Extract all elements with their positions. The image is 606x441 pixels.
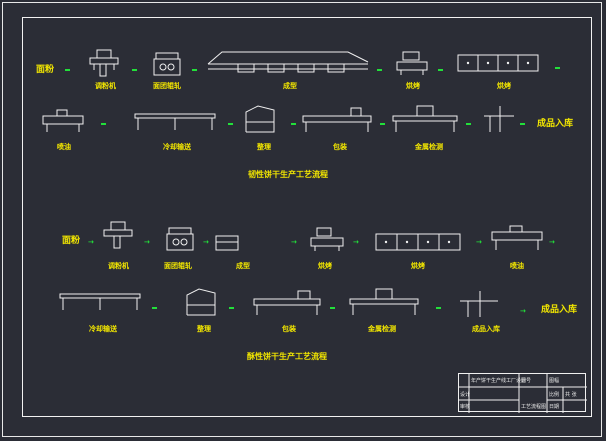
- oil-sprayer-icon: [492, 226, 544, 252]
- arrow-top-r1-3: [192, 69, 197, 71]
- baking-unit-icon: [311, 228, 345, 252]
- label-mixer-bottom: 调粉机: [108, 262, 129, 270]
- oil-sprayer-icon: [43, 110, 85, 134]
- arrow-top-r2-6: [520, 123, 525, 125]
- label-metal-bottom: 金属检测: [368, 325, 396, 333]
- arrow-bottom-r2-3: [330, 307, 335, 309]
- arrow-top-r1-4: [377, 69, 382, 71]
- label-cooling-top: 冷却输送: [163, 143, 191, 151]
- baking-unit-icon: [397, 52, 429, 76]
- cooling-conveyor-icon: [60, 294, 142, 312]
- forming-machine-icon: [216, 236, 240, 252]
- packaging-machine-icon: [254, 291, 322, 317]
- label-bake1-bottom: 烘烤: [318, 262, 332, 270]
- tb-field-f: 日期: [549, 404, 560, 410]
- arrow-top-r2-4: [380, 123, 385, 125]
- tb-project: 年产饼干生产线工厂设计: [471, 378, 527, 384]
- label-bake2-bottom: 烘烤: [411, 262, 425, 270]
- label-mixer-top: 调粉机: [95, 82, 116, 90]
- arrow-top-r1-5: [438, 69, 443, 71]
- stacking-station-icon: [484, 106, 516, 134]
- cooling-conveyor-icon: [135, 114, 217, 132]
- label-oil-top: 喷油: [57, 143, 71, 151]
- arrow-bottom-r1-7: →: [549, 238, 555, 246]
- label-sorting-bottom: 整理: [197, 325, 211, 333]
- baking-oven-long-icon: [458, 55, 540, 77]
- title-block: 年产饼干生产线工厂设计 图号 工艺流程图 图幅 比例 设计 审核 日期 共 张: [458, 373, 586, 412]
- stacking-station-icon: [460, 291, 500, 319]
- tb-field-a: 图号: [521, 378, 532, 384]
- packaging-machine-icon: [303, 106, 373, 134]
- label-roller-bottom: 面团辊轧: [164, 262, 192, 270]
- arrow-top-r1-1: [65, 69, 70, 71]
- label-warehouse-bottom: 成品入库: [541, 305, 578, 315]
- label-bake1-top: 烘烤: [406, 82, 420, 90]
- arrow-bottom-r2-4: [436, 307, 441, 309]
- title-block-grid: [459, 374, 587, 413]
- metal-detector-icon: [393, 106, 459, 134]
- tb-field-e: 审核: [460, 404, 471, 410]
- label-forming-top: 成型: [283, 82, 297, 90]
- label-oil-bottom: 喷油: [510, 262, 524, 270]
- arrow-bottom-r2-5: →: [520, 307, 526, 315]
- label-packing-top: 包装: [333, 143, 347, 151]
- label-metal-top: 金属检测: [415, 143, 443, 151]
- arrow-bottom-r1-3: →: [203, 238, 209, 246]
- arrow-top-r2-3: [291, 123, 296, 125]
- arrow-bottom-r1-2: →: [144, 238, 150, 246]
- baking-oven-long-icon: [376, 234, 462, 254]
- tb-field-b: 图幅: [549, 378, 560, 384]
- label-warehouse-top: 成品入库: [537, 119, 574, 129]
- label-bake2-top: 烘烤: [497, 82, 511, 90]
- dough-roller-icon: [154, 53, 182, 77]
- arrow-bottom-r2-1: [152, 307, 157, 309]
- diagram-title-top: 韧性饼干生产工艺流程: [248, 170, 328, 179]
- tb-drawing-name: 工艺流程图: [521, 404, 547, 410]
- arrow-top-r1-2: [132, 69, 137, 71]
- forming-oven-icon: [208, 48, 370, 76]
- label-roller-top: 面团辊轧: [153, 82, 181, 90]
- label-flour-top: 面粉: [36, 65, 55, 75]
- sheet-border-inner: [22, 17, 592, 417]
- arrow-top-r2-1: [101, 123, 106, 125]
- arrow-bottom-r1-6: →: [476, 238, 482, 246]
- label-flour-bottom: 面粉: [62, 236, 81, 246]
- tb-field-c: 比例: [549, 392, 560, 398]
- arrow-bottom-r1-1: →: [88, 238, 94, 246]
- arrow-top-r2-2: [228, 123, 233, 125]
- mixer-machine-icon: [104, 222, 136, 250]
- mixer-machine-icon: [90, 50, 122, 78]
- arrow-bottom-r1-4: →: [291, 238, 297, 246]
- dough-roller-icon: [167, 228, 195, 252]
- tb-field-d: 设计: [460, 392, 471, 398]
- sorting-machine-icon: [246, 106, 276, 134]
- label-sorting-top: 整理: [257, 143, 271, 151]
- sheet-border-outer: [2, 2, 602, 437]
- arrow-bottom-r2-2: [229, 307, 234, 309]
- label-forming-bottom: 成型: [236, 262, 250, 270]
- diagram-title-bottom: 酥性饼干生产工艺流程: [247, 352, 327, 361]
- label-stacking-bottom: 成品入库: [472, 325, 500, 333]
- label-cooling-bottom: 冷却输送: [89, 325, 117, 333]
- tb-field-g: 共 张: [565, 392, 577, 398]
- label-packing-bottom: 包装: [282, 325, 296, 333]
- metal-detector-icon: [350, 289, 420, 317]
- sorting-machine-icon: [187, 289, 217, 317]
- arrow-top-r1-6: [555, 67, 560, 69]
- arrow-top-r2-5: [466, 123, 471, 125]
- arrow-bottom-r1-5: →: [353, 238, 359, 246]
